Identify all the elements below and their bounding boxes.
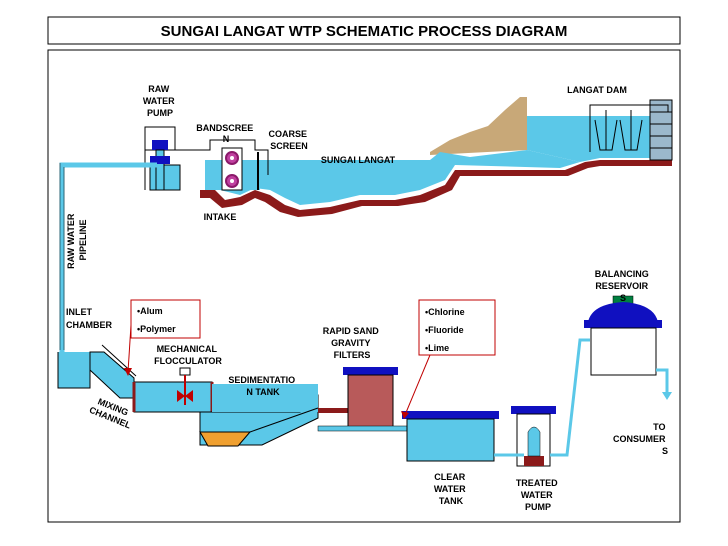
chlorine-dosing-line xyxy=(404,354,431,416)
dam-wall xyxy=(649,99,673,161)
pump-to-reservoir-pipe xyxy=(550,338,590,457)
chemical-box-chlorine xyxy=(418,299,496,356)
label-treated-water-pump: TREATED WATER PUMP xyxy=(516,478,560,512)
label-langat-dam: LANGAT DAM xyxy=(567,85,627,95)
flocculator-paddle xyxy=(177,390,185,402)
label-raw-water-pipeline: RAW WATER PIPELINE xyxy=(66,211,88,269)
clear-water-tank xyxy=(406,418,495,462)
reservoir-roof xyxy=(588,302,658,322)
label-intake: INTAKE xyxy=(204,212,237,222)
treated-water-pump-cap xyxy=(511,406,556,414)
to-consumers-pipe xyxy=(656,368,669,395)
flocculator-motor xyxy=(179,367,191,376)
label-to-consumers: TO CONSUMER S xyxy=(613,422,668,456)
raw-water-pump-motor xyxy=(152,140,168,150)
raw-water-pump-column xyxy=(155,149,165,191)
chemical-list-chlorine: •Chlorine •Fluoride •Lime xyxy=(425,307,467,353)
label-bandscreen: BANDSCREE N xyxy=(196,123,256,144)
label-coarse-screen: COARSE SCREEN xyxy=(268,129,309,151)
sedimentation-water-upper xyxy=(212,384,318,412)
page-title: SUNGAI LANGAT WTP SCHEMATIC PROCESS DIAG… xyxy=(161,23,568,40)
label-sedimentation-tank: SEDIMENTATIO N TANK xyxy=(228,375,297,397)
treated-water-pump-base xyxy=(524,456,544,466)
river-water xyxy=(205,150,580,205)
title-frame xyxy=(47,16,681,45)
treated-water-pump-body xyxy=(527,426,541,457)
alum-dosing-line xyxy=(127,324,132,373)
intake-well xyxy=(149,164,181,191)
label-sungai-langat: SUNGAI LANGAT xyxy=(321,155,396,165)
filtered-water-pipe xyxy=(317,425,414,432)
reservoir-rim xyxy=(584,320,662,328)
raw-water-pump-base xyxy=(150,156,170,164)
label-inlet-chamber: INLET CHAMBER xyxy=(66,307,112,330)
rapid-sand-filter-cap xyxy=(343,367,398,375)
flocculator-tank xyxy=(133,381,213,413)
label-rapid-sand-filters: RAPID SAND GRAVITY FILTERS xyxy=(323,326,382,360)
rapid-sand-filter xyxy=(347,374,394,428)
balancing-reservoir xyxy=(590,327,657,376)
raw-water-pipeline xyxy=(59,162,157,352)
label-balancing-reservoir: BALANCING RESERVOIR S xyxy=(595,269,652,303)
chemical-box-alum xyxy=(130,299,201,339)
riverbed xyxy=(200,160,672,217)
to-consumers-arrow xyxy=(662,392,672,400)
label-raw-water-pump: RAW WATER PUMP xyxy=(143,84,177,118)
dam-embankment xyxy=(430,97,527,155)
settled-water-channel xyxy=(318,408,348,413)
clear-water-tank-cap xyxy=(402,411,499,419)
sludge-hopper xyxy=(199,431,252,447)
label-clear-water-tank: CLEAR WATER TANK xyxy=(434,472,468,506)
dam-gate-frame xyxy=(589,104,669,152)
chemical-list-alum: •Alum •Polymer xyxy=(137,306,176,334)
label-mechanical-flocculator: MECHANICAL FLOCCULATOR xyxy=(154,344,222,366)
